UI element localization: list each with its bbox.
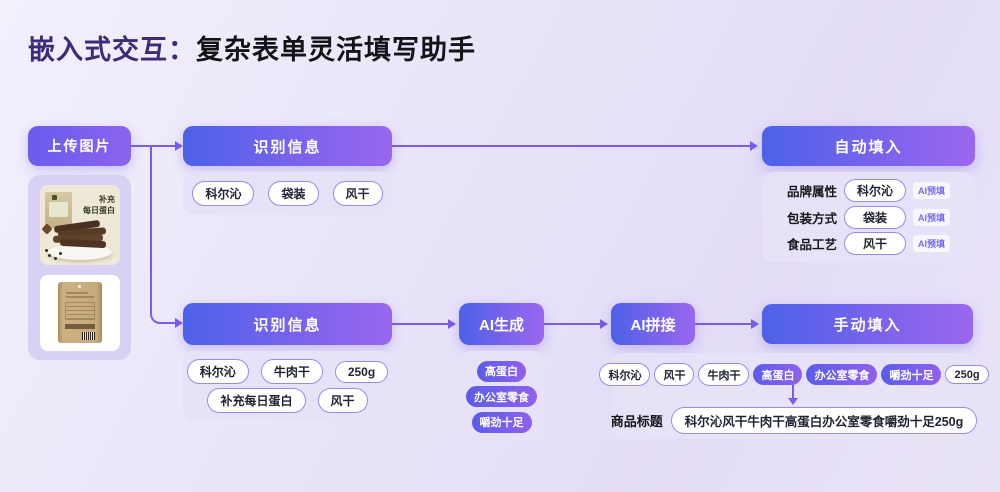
tag-chip[interactable]: 牛肉干: [698, 363, 750, 386]
bag-logo-graphic: [52, 195, 57, 200]
product-title-label: 商品标题: [610, 414, 663, 429]
pouch-nutrition-table: [65, 302, 95, 320]
field-label: 品牌属性: [786, 185, 837, 200]
kraft-pouch-graphic: [58, 282, 102, 343]
connector-recognize-autofill: [392, 145, 752, 147]
recognize-info-bottom-button[interactable]: 识别信息: [183, 303, 392, 345]
pouch-hang-hole: [78, 285, 81, 288]
ai-splice-button[interactable]: AI拼接: [611, 303, 695, 345]
ai-generate-button[interactable]: AI生成: [459, 303, 544, 345]
tag-chip[interactable]: 袋装: [268, 181, 319, 206]
peppercorn-graphic: [54, 257, 57, 260]
arrowhead-icon: [750, 141, 758, 151]
arrowhead-icon: [175, 318, 183, 328]
generated-tag-chip[interactable]: 嚼劲十足: [881, 364, 942, 385]
recognize-top-tags-panel: 科尔沁 袋装 风干: [183, 172, 392, 215]
tag-chip[interactable]: 250g: [945, 365, 989, 384]
pouch-dark-strip: [65, 324, 95, 329]
tag-chip[interactable]: 科尔沁: [186, 359, 249, 384]
tag-chip[interactable]: 风干: [317, 388, 368, 413]
field-row-brand: 品牌属性 科尔沁 AI预填: [762, 179, 975, 203]
tag-chip[interactable]: 科尔沁: [192, 181, 255, 206]
tag-chip[interactable]: 风干: [332, 181, 383, 206]
plate-graphic: [48, 244, 112, 260]
ai-prefill-badge: AI预填: [913, 234, 951, 252]
generated-tag-chip[interactable]: 高蛋白: [753, 364, 803, 385]
generated-tag-chip[interactable]: 办公室零食: [466, 386, 537, 407]
arrowhead-icon: [175, 141, 183, 151]
generated-tag-chip[interactable]: 办公室零食: [806, 364, 878, 385]
connector-recognize-aigen: [392, 323, 450, 325]
tags-row: 科尔沁 牛肉干 250g: [183, 359, 392, 384]
auto-fill-panel: 品牌属性 科尔沁 AI预填 包装方式 袋装 AI预填 食品工艺 风干 AI预填: [762, 172, 975, 262]
tag-chip[interactable]: 补充每日蛋白: [207, 388, 306, 413]
down-arrow-icon: [786, 385, 800, 407]
ai-prefill-badge: AI预填: [913, 208, 951, 226]
arrowhead-icon: [448, 319, 456, 329]
manual-fill-button[interactable]: 手动填入: [762, 304, 973, 344]
arrowhead-icon: [751, 319, 759, 329]
field-value-chip[interactable]: 风干: [844, 231, 906, 255]
connector-aisplice-manual: [695, 323, 753, 325]
field-label: 包装方式: [786, 211, 837, 226]
page-title-rest: 复杂表单灵活填写助手: [196, 35, 476, 65]
recognize-bottom-tags-panel: 科尔沁 牛肉干 250g 补充每日蛋白 风干: [183, 351, 392, 421]
recognize-info-top-button[interactable]: 识别信息: [183, 126, 392, 166]
field-value-chip[interactable]: 袋装: [844, 205, 906, 229]
tag-chip[interactable]: 风干: [654, 363, 695, 386]
connector-aigen-aisplice: [544, 323, 602, 325]
connector-upload-bottom: [150, 146, 177, 324]
tags-row: 补充每日蛋白 风干: [183, 388, 392, 413]
ai-prefill-badge: AI预填: [913, 182, 951, 200]
tag-chip[interactable]: 250g: [334, 360, 389, 383]
generated-tag-chip[interactable]: 高蛋白: [477, 360, 526, 382]
uploaded-images-card: 补充 每日蛋白: [28, 175, 131, 360]
tag-chip[interactable]: 科尔沁: [599, 363, 651, 386]
product-title-value[interactable]: 科尔沁风干牛肉干高蛋白办公室零食嚼劲十足250g: [670, 407, 978, 434]
page-title-highlight: 嵌入式交互：: [28, 35, 196, 65]
pouch-barcode: [82, 332, 95, 340]
spliced-tags-row: 科尔沁 风干 牛肉干 高蛋白 办公室零食 嚼劲十足 250g: [599, 363, 989, 386]
upload-image-button[interactable]: 上传图片: [28, 126, 131, 166]
pouch-text-line: [66, 296, 94, 298]
peppercorn-graphic: [45, 249, 48, 252]
field-value-chip[interactable]: 科尔沁: [844, 179, 906, 203]
product-image-caption: 补充 每日蛋白: [83, 195, 115, 216]
arrowhead-icon: [600, 319, 608, 329]
jerky-bag-graphic: [45, 192, 72, 228]
product-image-pouch: [40, 275, 120, 351]
generated-tag-chip[interactable]: 嚼劲十足: [471, 411, 532, 433]
auto-fill-button[interactable]: 自动填入: [762, 126, 975, 166]
tag-chip[interactable]: 牛肉干: [260, 359, 323, 384]
bag-label-graphic: [49, 202, 68, 217]
field-label: 食品工艺: [786, 237, 837, 252]
field-row-package: 包装方式 袋装 AI预填: [762, 205, 975, 229]
page-title: 嵌入式交互：复杂表单灵活填写助手: [28, 28, 476, 67]
field-row-craft: 食品工艺 风干 AI预填: [762, 231, 975, 255]
pouch-text-line: [66, 292, 88, 294]
peppercorn-graphic: [59, 252, 62, 255]
product-title-row: 商品标题 科尔沁风干牛肉干高蛋白办公室零食嚼劲十足250g: [610, 407, 978, 434]
peppercorn-graphic: [48, 254, 51, 257]
ai-generate-tags-panel: 高蛋白 办公室零食 嚼劲十足: [459, 351, 544, 442]
product-image-jerky: 补充 每日蛋白: [40, 185, 120, 265]
